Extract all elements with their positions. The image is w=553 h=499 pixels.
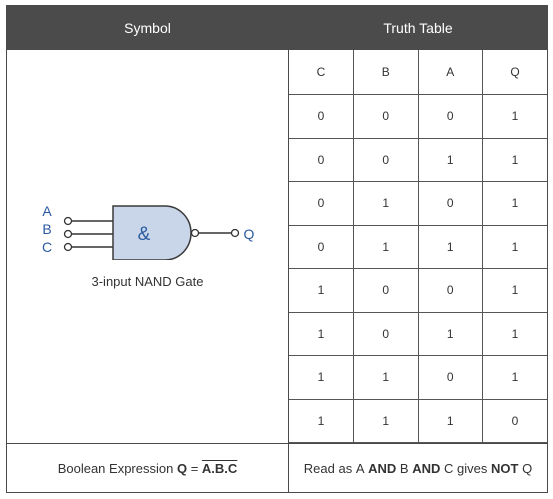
input-wires: [63, 216, 113, 252]
cell-q: 1: [482, 224, 547, 269]
boolean-expression: Boolean Expression Q = A.B.C: [7, 444, 288, 493]
table-row: 0 1 1 1: [289, 224, 547, 269]
cell-q: 1: [482, 355, 547, 400]
cell-c: 0: [289, 224, 354, 269]
cell-a: 1: [417, 224, 483, 269]
read-gives: gives: [457, 461, 488, 476]
symbol-header: Symbol: [7, 6, 288, 50]
table-row: 1 0 1 1: [289, 311, 547, 356]
cell-a: 0: [417, 268, 483, 313]
read-var-a: A: [355, 461, 365, 476]
cell-q: 1: [482, 94, 547, 139]
cell-c: 1: [289, 398, 354, 443]
cell-b: 1: [353, 224, 419, 269]
cell-a: 0: [417, 181, 483, 226]
inversion-bubble: [190, 228, 200, 238]
read-as-description: Read as A AND B AND C gives NOT Q: [289, 444, 547, 493]
truth-table-header-row: C B A Q: [289, 50, 547, 95]
read-var-c: C: [444, 461, 454, 476]
cell-c: 1: [289, 355, 354, 400]
input-label-a: A: [42, 203, 52, 219]
cell-b: 0: [353, 137, 419, 182]
table-row: 0 0 0 1: [289, 94, 547, 139]
input-a-terminal: [63, 216, 73, 226]
table-row: 0 0 1 1: [289, 137, 547, 182]
cell-b: 1: [353, 355, 419, 400]
input-b-terminal: [63, 229, 73, 239]
read-var-b: B: [399, 461, 409, 476]
read-and-2: AND: [412, 461, 441, 476]
truth-table-header: Truth Table: [289, 6, 547, 50]
cell-q: 1: [482, 311, 547, 356]
table-row: 1 1 1 0: [289, 398, 547, 443]
cell-q: 1: [482, 137, 547, 182]
expression-label: Boolean Expression: [57, 461, 177, 476]
cell-b: 1: [353, 181, 419, 226]
input-label-c: C: [42, 239, 52, 255]
footer-divider: [7, 443, 547, 444]
cell-b: 0: [353, 268, 419, 313]
column-divider: [288, 6, 289, 493]
table-row: 1 0 0 1: [289, 268, 547, 313]
read-var-q: Q: [522, 461, 533, 476]
nand-gate-panel: Symbol Truth Table A B C & Q 3-input NAN…: [6, 5, 548, 493]
column-header-b: B: [353, 50, 419, 95]
cell-c: 0: [289, 137, 354, 182]
cell-a: 0: [417, 94, 483, 139]
cell-q: 1: [482, 181, 547, 226]
cell-q: 1: [482, 268, 547, 313]
nand-gate-diagram: A B C & Q: [42, 203, 255, 260]
cell-a: 0: [417, 355, 483, 400]
gate-caption: 3-input NAND Gate: [91, 274, 204, 289]
cell-b: 0: [353, 94, 419, 139]
output-terminal: [230, 228, 240, 238]
input-c-terminal: [63, 242, 73, 252]
column-header-a: A: [417, 50, 483, 95]
read-and-1: AND: [368, 461, 397, 476]
cell-q: 0: [482, 398, 547, 443]
expression-output: Q: [176, 461, 188, 476]
column-header-c: C: [289, 50, 354, 95]
read-as-label: Read as: [303, 461, 356, 476]
cell-a: 1: [417, 137, 483, 182]
cell-b: 1: [353, 398, 419, 443]
cell-c: 0: [289, 181, 354, 226]
expression-equals: =: [187, 461, 202, 476]
input-label-b: B: [42, 221, 51, 237]
symbol-panel: A B C & Q 3-input NAND Gate: [7, 50, 288, 443]
table-row: 0 1 0 1: [289, 181, 547, 226]
expression-formula: A.B.C: [201, 461, 238, 476]
cell-c: 0: [289, 94, 354, 139]
gate-body: [112, 205, 192, 260]
gate-symbol: &: [138, 224, 151, 245]
truth-table: C B A Q 0 0 0 1 0 0 1 1 0 1 0: [289, 50, 547, 443]
read-not: NOT: [491, 461, 519, 476]
cell-c: 1: [289, 268, 354, 313]
table-row: 1 1 0 1: [289, 355, 547, 400]
cell-b: 0: [353, 311, 419, 356]
cell-a: 1: [417, 311, 483, 356]
cell-a: 1: [417, 398, 483, 443]
column-header-q: Q: [482, 50, 547, 95]
cell-c: 1: [289, 311, 354, 356]
output-label-q: Q: [244, 226, 255, 242]
